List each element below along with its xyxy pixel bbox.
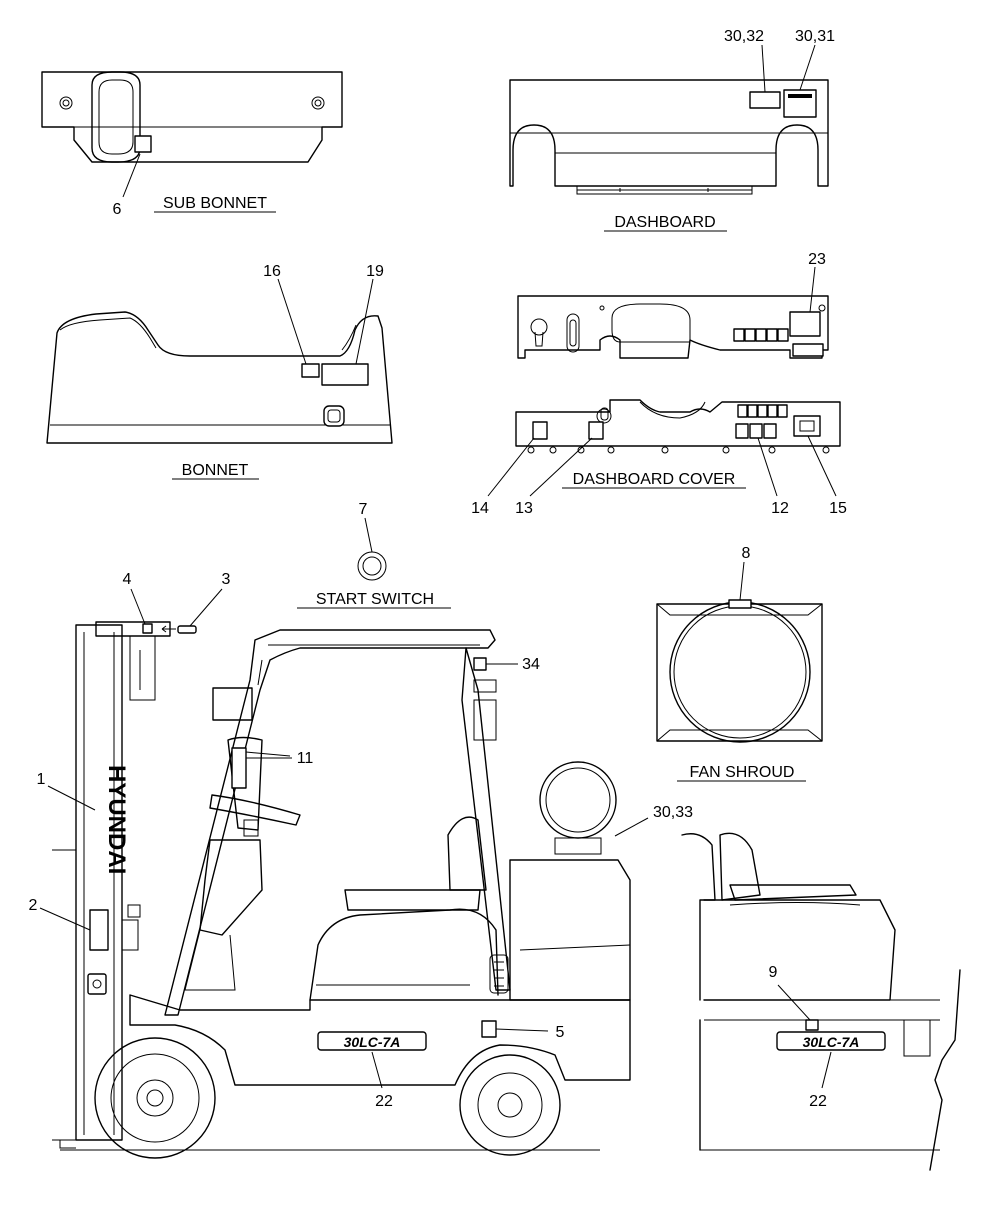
side-model-decal: 30LC-7A: [344, 1034, 401, 1050]
rear-partial-view: 30LC-7A: [681, 832, 961, 1171]
callout-8: 8: [742, 545, 751, 562]
dashboard-panel-drawing: [517, 266, 829, 359]
callout-11: 11: [297, 750, 314, 767]
caption-dashboard: DASHBOARD: [614, 214, 715, 231]
callout-5: 5: [556, 1024, 565, 1041]
caption-fan-shroud: FAN SHROUD: [690, 764, 795, 781]
caption-dashboard-cover: DASHBOARD COVER: [573, 471, 736, 488]
callout-22-rear: 22: [809, 1093, 827, 1110]
mast-brand-decal: HYUNDAI: [103, 765, 130, 874]
callout-30-31: 30,31: [795, 28, 835, 45]
callout-23: 23: [808, 251, 826, 268]
bonnet-drawing: [46, 278, 393, 444]
rear-model-decal: 30LC-7A: [803, 1034, 860, 1050]
caption-bonnet: BONNET: [182, 462, 249, 479]
callout-30-32: 30,32: [724, 28, 764, 45]
dashboard-cover-drawing: [487, 399, 841, 497]
callout-1: 1: [37, 771, 46, 788]
callout-3: 3: [222, 571, 231, 588]
callout-9: 9: [769, 964, 778, 981]
callout-12: 12: [771, 500, 789, 517]
callout-15: 15: [829, 500, 847, 517]
callout-19: 19: [366, 263, 384, 280]
caption-start-switch: START SWITCH: [316, 591, 434, 608]
callout-2: 2: [29, 897, 38, 914]
forklift-side-view: HYUNDAI: [39, 588, 649, 1159]
callout-14: 14: [471, 500, 489, 517]
start-switch-drawing: [357, 517, 387, 581]
callout-16: 16: [263, 263, 281, 280]
caption-sub-bonnet: SUB BONNET: [163, 195, 267, 212]
callout-34: 34: [522, 656, 540, 673]
dashboard-drawing: [509, 44, 829, 195]
callout-6: 6: [113, 201, 122, 218]
fan-shroud-drawing: [656, 561, 823, 743]
callout-30-33: 30,33: [653, 804, 693, 821]
callout-7: 7: [359, 501, 368, 518]
callout-22-side: 22: [375, 1093, 393, 1110]
callout-13: 13: [515, 500, 533, 517]
sub-bonnet-drawing: [41, 71, 343, 198]
callout-4: 4: [123, 571, 132, 588]
